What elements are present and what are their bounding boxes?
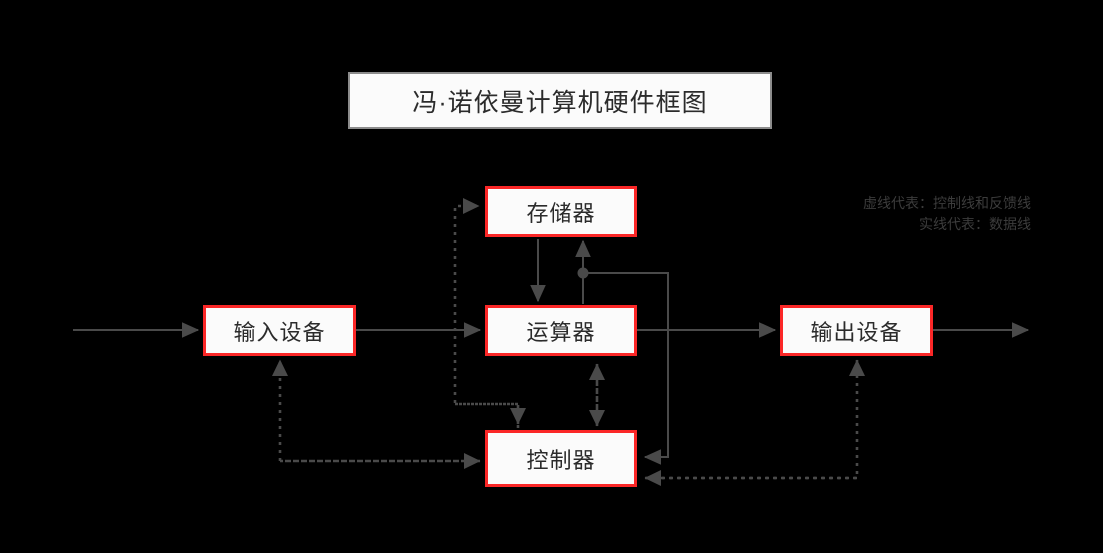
- node-input-device-label: 输入设备: [233, 319, 326, 345]
- node-controller[interactable]: 控制器: [485, 430, 637, 487]
- wire-control-to-input: [271, 359, 480, 463]
- wire-control-to-output: [645, 359, 866, 480]
- node-input-device[interactable]: 输入设备: [203, 305, 356, 356]
- node-output-device[interactable]: 输出设备: [780, 305, 933, 356]
- node-arithmetic-unit[interactable]: 运算器: [485, 305, 637, 356]
- wire-control-rail-to-control-top: [455, 402, 527, 425]
- page-title: 冯·诺依曼计算机硬件框图: [412, 88, 708, 117]
- node-controller-label: 控制器: [526, 447, 596, 473]
- node-storage[interactable]: 存储器: [485, 186, 637, 237]
- legend-solid-line: 实线代表：数据线: [919, 216, 1031, 232]
- node-storage-label: 存储器: [526, 200, 596, 226]
- wire-alu-bus-to-control: [583, 272, 669, 465]
- node-arithmetic-unit-label: 运算器: [526, 319, 596, 345]
- bus-junction-dot: [577, 267, 589, 279]
- legend: 虚线代表：控制线和反馈线 实线代表：数据线: [863, 193, 1031, 235]
- legend-dashed-line: 虚线代表：控制线和反馈线: [863, 195, 1031, 211]
- node-output-device-label: 输出设备: [810, 319, 903, 345]
- diagram-title: 冯·诺依曼计算机硬件框图: [348, 72, 772, 129]
